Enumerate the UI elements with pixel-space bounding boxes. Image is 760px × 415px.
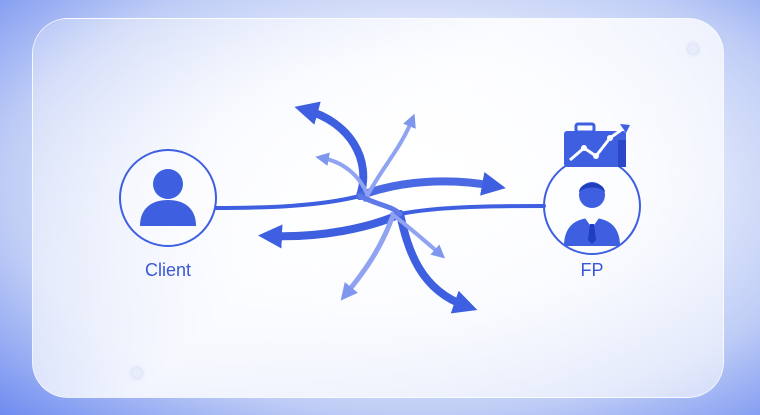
person-icon [140,169,196,226]
client-label: Client [145,260,191,280]
decorative-dot-bottom-left [132,368,142,378]
tangled-arrows [214,101,546,314]
decorative-dot-top-right [688,44,698,54]
client-node [119,149,217,247]
arrow-up-right-light [363,113,416,202]
advisor-icon [564,182,620,246]
fp-node [543,122,641,255]
tangle-curve [357,193,403,217]
fp-connector [398,204,546,216]
fp-label: FP [580,260,603,280]
briefcase-chart-icon [564,122,630,167]
arrow-down-left-light [340,215,395,301]
client-connector [214,194,362,210]
arrow-down-right-light [390,212,446,259]
arrow-left [258,210,404,249]
arrow-up-left [294,101,368,200]
arrow-down-right [396,210,478,314]
arrow-right [356,172,506,200]
arrow-small-left-light [315,152,370,198]
